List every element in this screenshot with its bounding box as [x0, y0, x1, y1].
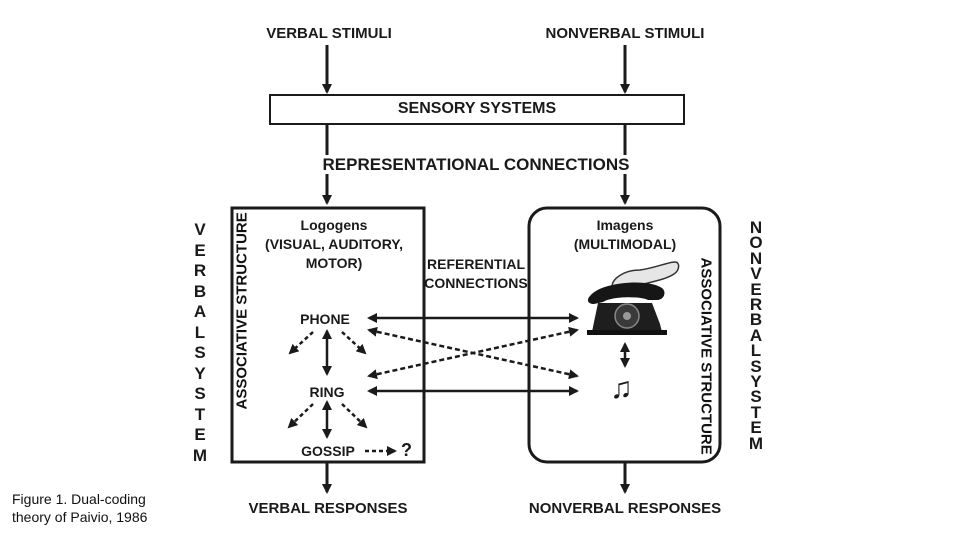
sensory-systems-box: [269, 94, 685, 125]
nonverbal-system-side-label: NONVERBALSYSTEM: [748, 218, 764, 453]
logogens-title: Logogens: [300, 217, 368, 233]
verbal-system-side-label: VERBALSYSTEM: [192, 220, 208, 465]
figure-caption: Figure 1. Dual-coding theory of Paivio, …: [12, 490, 147, 526]
referential-label-line1: REFERENTIAL: [427, 256, 525, 272]
verbal-stimuli-label: VERBAL STIMULI: [266, 25, 392, 42]
nonverbal-stimuli-label: NONVERBAL STIMULI: [545, 25, 705, 42]
gossip-word: GOSSIP: [301, 443, 355, 459]
logogens-subtitle-2: MOTOR): [305, 255, 363, 271]
referential-cross-dashed-arrow-2: [367, 326, 579, 380]
ring-word: RING: [309, 384, 345, 400]
phone-word: PHONE: [300, 311, 350, 327]
caption-line-1: Figure 1. Dual-coding: [12, 491, 146, 507]
nonverbal-associative-structure-label: ASSOCIATIVE STRUCTURE: [697, 257, 715, 455]
imagens-title: Imagens: [596, 217, 654, 233]
logogens-subtitle-1: (VISUAL, AUDITORY,: [265, 236, 403, 252]
sensory-systems-label: SENSORY SYSTEMS: [397, 100, 557, 117]
referential-label-line2: CONNECTIONS: [424, 275, 528, 291]
verbal-associative-structure-label: ASSOCIATIVE STRUCTURE: [233, 212, 251, 410]
caption-line-2: theory of Paivio, 1986: [12, 509, 148, 525]
music-note-icon: ♫: [610, 372, 633, 405]
ring-left-dashed-arrow: [287, 403, 314, 429]
verbal-responses-label: VERBAL RESPONSES: [248, 500, 408, 517]
phone-right-dashed-arrow: [341, 331, 367, 355]
imagens-subtitle: (MULTIMODAL): [573, 236, 677, 252]
nonverbal-responses-label: NONVERBAL RESPONSES: [528, 500, 722, 517]
question-mark: ?: [401, 440, 412, 460]
telephone-icon: [587, 261, 680, 335]
ring-right-dashed-arrow: [341, 403, 368, 429]
representational-connections-label: REPRESENTATIONAL CONNECTIONS: [322, 155, 630, 174]
phone-left-dashed-arrow: [288, 331, 314, 355]
